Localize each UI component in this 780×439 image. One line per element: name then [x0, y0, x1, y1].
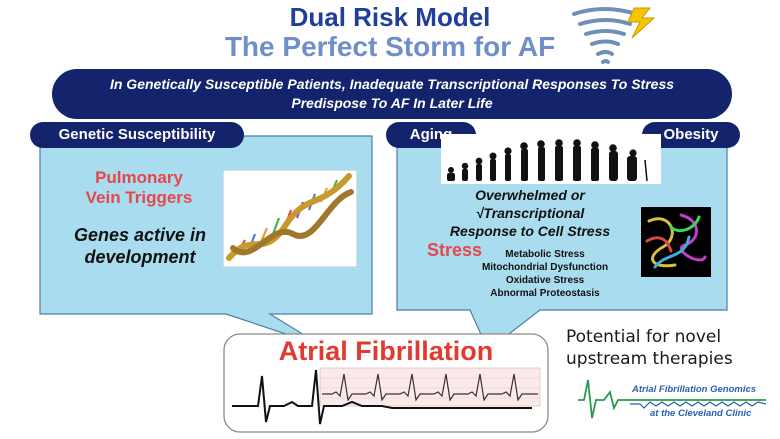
side-note-line-1: Potential for novel	[566, 327, 722, 347]
dark-line-1: Genes active in	[73, 225, 207, 245]
diagram-title: Dual Risk Model	[289, 2, 491, 32]
atrial-fibrillation-label: Atrial Fibrillation	[278, 336, 494, 366]
right-bubble	[396, 135, 728, 351]
dark-line-2: development	[84, 247, 196, 267]
pulmonary-vein-triggers: Pulmonary Vein Triggers	[64, 168, 214, 208]
side-note: Potential for novel upstream therapies	[566, 326, 766, 370]
lightning-icon	[627, 7, 656, 39]
stress-label: Stress	[427, 240, 483, 260]
genetic-susceptibility-label: Genetic Susceptibility	[30, 122, 244, 148]
stress-item: Oxidative Stress	[505, 275, 585, 286]
logo-ecg-icon	[578, 379, 767, 419]
logo-line-2: at the Cleveland Clinic	[650, 408, 752, 419]
banner-line-2: Predispose To AF In Later Life	[291, 95, 493, 111]
side-note-line-2: upstream therapies	[566, 349, 733, 369]
stress-item: Abnormal Proteostasis	[490, 288, 600, 299]
banner-line-1: In Genetically Susceptible Patients, Ina…	[109, 76, 675, 92]
overwhelmed-text: Overwhelmed or √Transcriptional Response…	[430, 186, 630, 240]
ecg-trace	[232, 367, 541, 425]
logo-line-1: Atrial Fibrillation Genomics	[632, 384, 757, 395]
red-line-1: Pulmonary	[95, 168, 183, 187]
overwhelmed-line-3: Response to Cell Stress	[449, 223, 611, 239]
dna-image	[223, 170, 357, 267]
red-line-2: Vein Triggers	[85, 188, 193, 207]
genes-active-text: Genes active in development	[60, 224, 220, 268]
stress-item: Metabolic Stress	[505, 249, 585, 260]
stress-item: Mitochondrial Dysfunction	[481, 262, 609, 273]
protein-image	[641, 207, 711, 277]
overwhelmed-line-2: √Transcriptional	[475, 205, 585, 221]
hypothesis-banner: In Genetically Susceptible Patients, Ina…	[52, 69, 732, 119]
stress-list: Metabolic Stress Mitochondrial Dysfuncti…	[474, 248, 616, 300]
diagram-subtitle: The Perfect Storm for AF	[224, 31, 556, 62]
aging-silhouettes-image	[441, 134, 661, 184]
storm-icon	[572, 7, 656, 64]
cleveland-clinic-logo: Atrial Fibrillation Genomics at the Clev…	[574, 374, 774, 424]
overwhelmed-line-1: Overwhelmed or	[475, 187, 585, 203]
